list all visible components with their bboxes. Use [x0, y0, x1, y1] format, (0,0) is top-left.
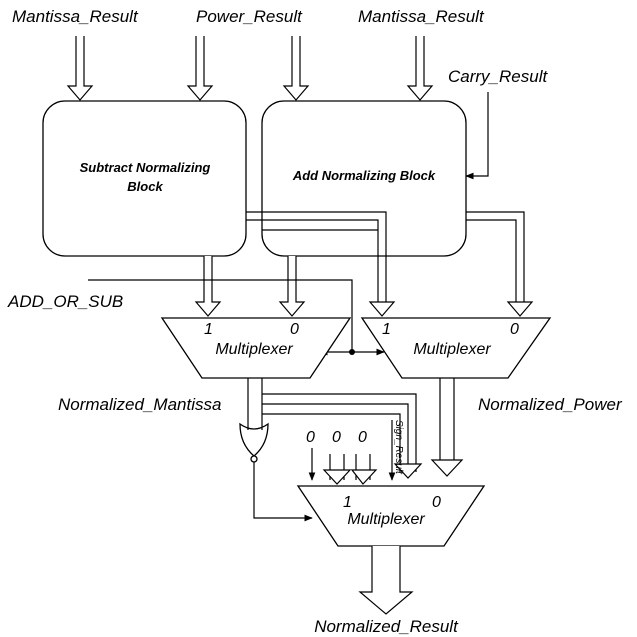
mantissa-left-input-arrow: [66, 36, 94, 101]
left-mux-input-1: 1: [204, 321, 213, 338]
normalized-power-label: Normalized_Power: [478, 395, 623, 414]
subtract-mantissa-to-mux-arrow: [194, 256, 222, 317]
normalized-mantissa-label: Normalized_Mantissa: [58, 395, 221, 414]
bottom-mux-label: Multiplexer: [347, 511, 425, 528]
or-gate-inverter-bubble: [250, 455, 258, 463]
add-normalizing-block: [261, 100, 467, 257]
power-second-input-arrow: [282, 36, 310, 101]
left-mux-label: Multiplexer: [215, 341, 293, 358]
add-power-wire-a: [466, 211, 525, 302]
bottom-mux-input-1: 1: [343, 494, 352, 511]
zero-input-c: 0: [358, 429, 367, 446]
subtract-power-wire-a: [246, 211, 387, 302]
carry-result-label: Carry_Result: [448, 67, 548, 86]
zero-input-a: 0: [306, 429, 315, 446]
add-or-sub-wire: [88, 279, 353, 352]
left-multiplexer: [160, 317, 352, 379]
add-mantissa-to-mux-arrow: [278, 256, 306, 317]
add-block-label: Add Normalizing Block: [292, 168, 436, 183]
mantissa-result-right-label: Mantissa_Result: [358, 7, 485, 26]
zero-input-b: 0: [332, 429, 341, 446]
bottom-mux-input-0: 0: [432, 494, 441, 511]
right-mux-input-0: 0: [510, 321, 519, 338]
or-gate-output-wire: [253, 462, 313, 522]
sign-result-label: Sign_Result: [393, 420, 404, 475]
mantissa-result-left-label: Mantissa_Result: [12, 7, 139, 26]
zero-b-arrowhead: [322, 469, 352, 485]
normalized-result-label: Normalized_Result: [314, 617, 459, 636]
mantissa-to-bottom-mux-c: [262, 413, 401, 472]
mantissa-right-input-arrow: [406, 36, 434, 101]
subtract-normalizing-block: [42, 100, 247, 257]
subtract-block-label-line1: Subtract Normalizing: [80, 160, 211, 175]
power-result-label: Power_Result: [196, 7, 303, 26]
mantissa-to-bottom-mux-b: [262, 403, 409, 472]
subtract-power-wire-b: [246, 219, 379, 302]
left-mux-input-0: 0: [290, 321, 299, 338]
zero-c-arrowhead: [350, 469, 378, 485]
add-power-wire-b: [466, 219, 517, 302]
add-or-sub-label: ADD_OR_SUB: [7, 292, 123, 311]
power-input-arrow: [186, 36, 214, 101]
mantissa-to-bottom-mux-arrowhead: [393, 463, 423, 479]
subtract-block-label-line2: Block: [127, 179, 163, 194]
bottom-multiplexer: [296, 485, 486, 547]
carry-result-wire: [465, 92, 489, 180]
normalized-result-output-arrow: [358, 546, 414, 615]
right-multiplexer: [360, 317, 552, 379]
add-power-arrowhead: [506, 301, 534, 317]
mantissa-to-bottom-mux-a: [262, 393, 417, 472]
subtract-power-arrowhead: [368, 301, 396, 317]
power-to-bottom-mux-arrowhead: [430, 459, 464, 477]
or-gate: [239, 422, 269, 457]
right-mux-label: Multiplexer: [413, 341, 491, 358]
right-mux-input-1: 1: [382, 321, 391, 338]
